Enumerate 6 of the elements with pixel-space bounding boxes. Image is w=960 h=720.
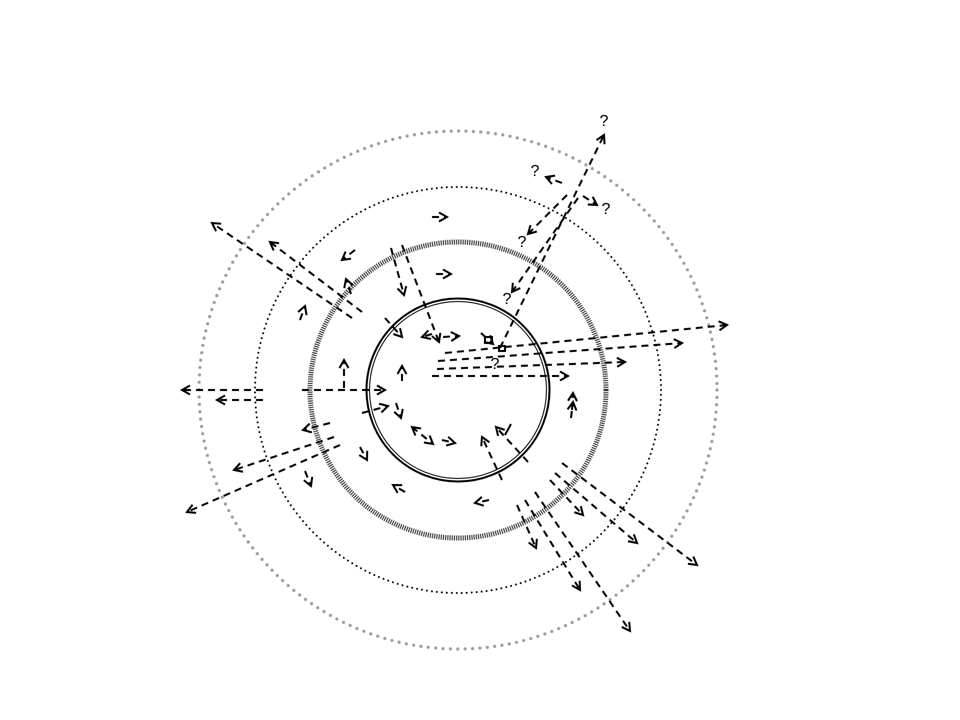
question-mark: ? <box>490 357 500 373</box>
question-mark: ? <box>602 202 610 218</box>
question-mark: ? <box>502 292 512 308</box>
question-mark: ? <box>518 235 526 251</box>
question-mark: ? <box>600 114 608 130</box>
question-mark: ? <box>530 164 540 180</box>
